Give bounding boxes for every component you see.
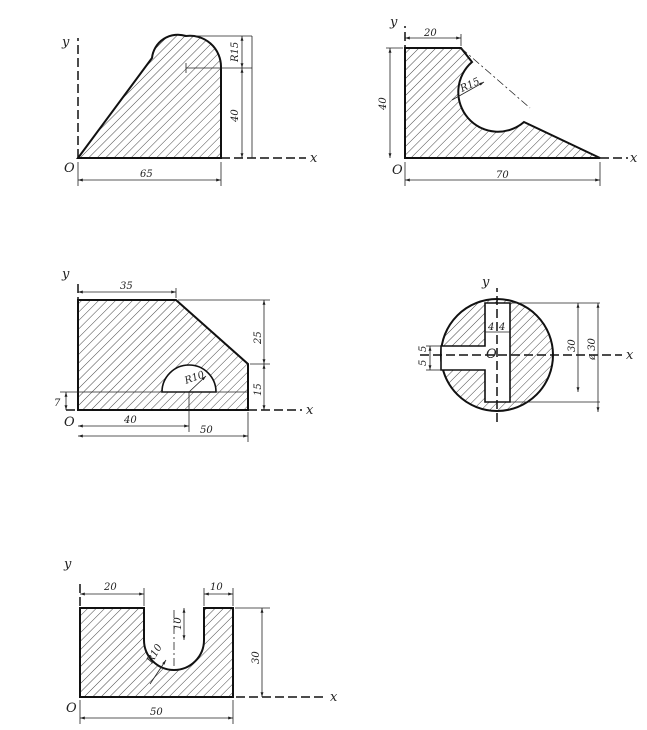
fig5-y-label: y (63, 557, 72, 572)
fig5-dim-label: 30 (251, 651, 262, 664)
fig2-radius-leader (451, 81, 485, 101)
fig2-dim-label: 70 (496, 170, 509, 181)
fig1-dim-label: R15 (230, 42, 241, 63)
fig4-origin-label: O (486, 347, 497, 362)
fig3-radius-leader (188, 375, 207, 393)
fig3-dim-label: 25 (253, 331, 264, 345)
fig2-dim-label: 20 (423, 28, 437, 39)
fig5-dim-label: 10 (210, 582, 223, 593)
fig3-dim-label: 35 (120, 281, 133, 292)
fig3-dim-label: 50 (200, 425, 213, 436)
fig5-dim-label: 50 (150, 707, 163, 718)
fig5-dim-label: 20 (103, 582, 117, 593)
fig4-dim-label: 4 (498, 322, 505, 333)
fig2-centerline (460, 47, 531, 109)
fig4-dim-label: 30 (567, 339, 578, 352)
fig5-origin-label: O (66, 701, 77, 716)
figure-3: y x O 35 25 15 7 40 50 R10 (54, 267, 314, 442)
fig3-y-label: y (61, 267, 70, 282)
fig2-x-label: x (630, 151, 638, 166)
fig3-dim-label: 40 (123, 415, 137, 426)
fig3-x-label: x (306, 403, 314, 418)
figure-4: y x O 4 4 5 5 30 ø 30 (418, 275, 634, 422)
fig1-origin-label: O (64, 161, 75, 176)
fig4-dim-label: 4 (487, 322, 494, 333)
fig4-dim-label: ø 30 (587, 337, 598, 361)
fig3-dim-label: 15 (253, 383, 264, 396)
fig5-radius-leader (149, 659, 167, 685)
fig2-y-label: y (389, 15, 398, 30)
figure-2: y x O 20 40 70 R15 (378, 15, 638, 186)
fig1-dim-label: 65 (140, 169, 153, 180)
fig2-part (404, 47, 601, 159)
fig1-x-label: x (310, 151, 318, 166)
fig3-part (77, 299, 249, 411)
fig4-dim-label: 5 (418, 360, 429, 366)
figure-5: y x O 20 10 10 R10 30 50 (63, 557, 338, 724)
fig4-dim-label: 5 (418, 346, 429, 352)
fig2-origin-label: O (392, 163, 403, 178)
figure-1: y x O 65 40 R15 (61, 33, 318, 186)
fig1-dim-label: 40 (230, 109, 241, 123)
fig2-dim-label: 40 (378, 97, 389, 111)
fig4-x-label: x (626, 348, 634, 363)
fig5-part (79, 607, 234, 698)
fig3-half-hole (161, 364, 217, 393)
fig3-dim-label: 7 (54, 398, 61, 409)
fig5-dim-label: 10 (173, 617, 184, 630)
fig3-origin-label: O (64, 415, 75, 430)
fig1-y-label: y (61, 35, 70, 50)
fig5-x-label: x (330, 690, 338, 705)
fig4-y-label: y (481, 275, 490, 290)
fig1-part (76, 33, 223, 159)
